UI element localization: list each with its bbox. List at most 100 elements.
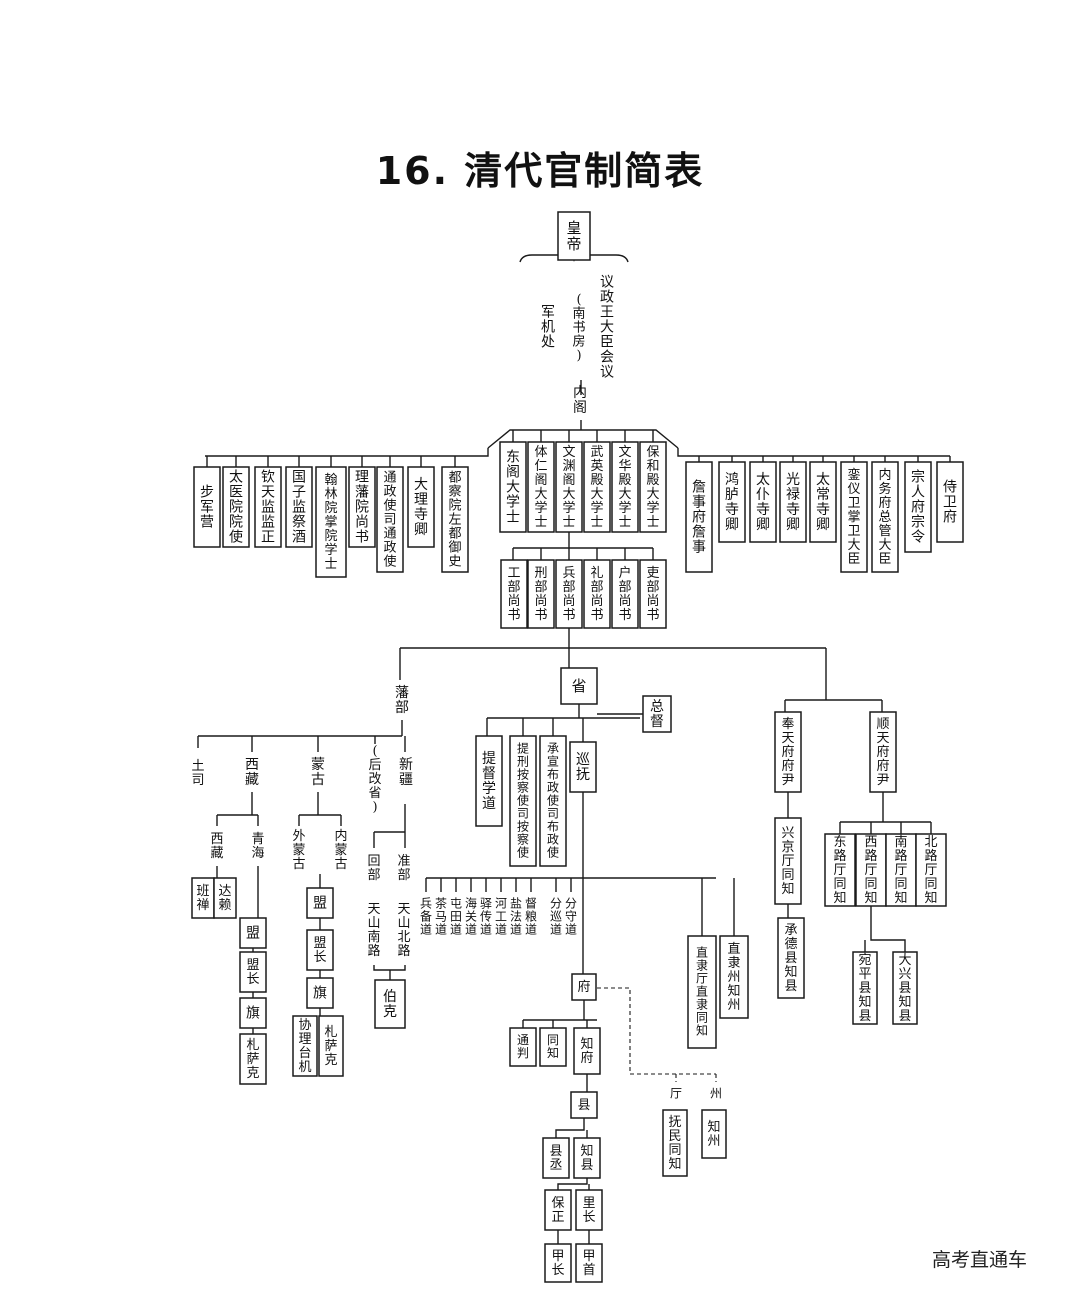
node-taipu: 太仆寺卿	[749, 461, 777, 543]
node-label: 议政王大臣会议	[600, 274, 614, 380]
node-banchan: 班禅	[191, 877, 215, 919]
node-label: 盟长	[246, 958, 259, 987]
node-label: 军机处	[541, 304, 555, 350]
node-emperor: 皇帝	[557, 211, 591, 261]
node-guanglu: 光禄寺卿	[779, 461, 807, 543]
node-label: 大理寺卿	[414, 477, 428, 538]
node-shuntian: 顺天府府尹	[869, 711, 897, 793]
node-label: 藩部	[395, 685, 409, 716]
node-zhixian: 知县	[573, 1137, 601, 1179]
node-label: 省	[571, 677, 586, 695]
chart-nodes: 皇帝军机处(南书房)议政王大臣会议内阁步军营太医院院使钦天监监正国子监祭酒翰林院…	[191, 211, 964, 1283]
node-wuying: 武英殿大学士	[583, 441, 611, 533]
node-label: 伯克	[383, 989, 397, 1020]
node-label: 南路厅同知	[894, 834, 907, 906]
node-gongbu: 工部尚书	[500, 559, 528, 629]
node-taiyi: 太医院院使	[222, 466, 250, 548]
node-label: 盟长	[313, 936, 326, 965]
node-daxing: 大兴县知县	[892, 951, 918, 1025]
node-label: 文渊阁大学士	[562, 445, 575, 530]
node-label: 准部	[397, 854, 410, 883]
node-yizheng: 议政王大臣会议	[600, 274, 614, 380]
node-donglu: 东路厅同知	[824, 833, 856, 907]
node-label: 班禅	[196, 884, 209, 913]
node-label: 内阁	[573, 385, 587, 416]
node-baozheng: 保正	[544, 1189, 572, 1231]
node-label: 提刑按察使司按察使	[517, 741, 529, 860]
page-title: 16. 清代官制简表	[375, 149, 705, 193]
connector	[557, 1178, 590, 1190]
node-tuntiandao: 屯田道	[450, 897, 462, 937]
node-waimeng: 外蒙古	[292, 829, 305, 872]
node-neimeng: 内蒙古	[334, 828, 347, 872]
node-label: 理藩院尚书	[355, 469, 369, 545]
node-taichang: 太常寺卿	[809, 461, 837, 543]
node-dalai: 达赖	[213, 877, 237, 919]
node-mengzhang-a: 盟长	[239, 951, 267, 993]
node-label: 河工道	[495, 897, 507, 937]
node-tixing: 提刑按察使司按察使	[509, 735, 537, 867]
node-bujun: 步军营	[193, 466, 221, 548]
node-label: 西藏	[245, 757, 259, 788]
node-label: 札萨克	[324, 1025, 337, 1068]
node-label: 国子监祭酒	[292, 469, 306, 545]
node-label: 户部尚书	[618, 565, 631, 623]
connector	[555, 1118, 588, 1138]
node-xilu: 西路厅同知	[855, 833, 887, 907]
node-qinghai: 青海	[251, 832, 264, 861]
node-label: 太医院院使	[229, 469, 243, 545]
node-xinjiang-gai: (后改省)	[368, 744, 381, 815]
node-xizang: 西藏	[210, 832, 223, 861]
node-zhasake-a: 札萨克	[239, 1033, 267, 1085]
node-xian: 县	[570, 1091, 598, 1119]
node-label: 协理台机	[298, 1018, 311, 1075]
connector	[399, 648, 827, 700]
node-label: 县	[577, 1098, 590, 1113]
node-wanping: 宛平县知县	[852, 951, 878, 1025]
node-label: 詹事府詹事	[692, 479, 706, 555]
node-label: 皇帝	[566, 219, 581, 253]
connector	[701, 878, 735, 936]
node-tianshan-bei: 天山北路	[397, 902, 410, 959]
node-label: 大兴县知县	[898, 953, 911, 1024]
node-dali: 大理寺卿	[407, 466, 435, 548]
node-label: 府	[577, 980, 590, 995]
node-neiwu: 内务府总管大臣	[871, 461, 899, 573]
node-wenhua: 文华殿大学士	[611, 441, 639, 533]
node-label: 外蒙古	[292, 829, 305, 872]
node-boke: 伯克	[374, 979, 406, 1029]
node-xingjing: 兴京厅同知	[774, 817, 802, 905]
node-label: 土司	[191, 759, 204, 788]
node-label: 抚民同知	[668, 1115, 681, 1172]
node-meng-a: 盟	[239, 917, 267, 949]
node-tidu: 提督学道	[475, 735, 503, 827]
node-zhunbu: 准部	[397, 854, 410, 883]
connector	[486, 718, 584, 742]
node-label: 通政使司通政使	[383, 471, 396, 570]
node-label: 兴京厅同知	[781, 826, 794, 897]
node-xingbu: 刑部尚书	[527, 559, 555, 629]
node-tiren: 体仁阁大学士	[527, 441, 555, 533]
node-jiashou: 甲首	[575, 1243, 603, 1283]
node-label: 札萨克	[246, 1038, 259, 1081]
node-label: 盟	[246, 925, 260, 941]
node-label: 太常寺卿	[816, 472, 830, 533]
node-fengtian: 奉天府府尹	[774, 711, 802, 793]
node-zhifu: 知府	[573, 1027, 601, 1075]
node-label: 同知	[547, 1033, 559, 1060]
node-hubu: 户部尚书	[611, 559, 639, 629]
node-lizhang: 里长	[575, 1189, 603, 1231]
watermark: 高考直通车	[932, 1249, 1028, 1271]
node-label: 顺天府府尹	[876, 717, 889, 788]
node-label: 新疆	[399, 757, 413, 788]
node-tusi: 土司	[191, 759, 204, 788]
node-label: 钦天监监正	[261, 469, 275, 545]
node-label: 侍卫府	[943, 479, 957, 525]
node-label: 里长	[582, 1196, 595, 1225]
node-fumin: 抚民同知	[662, 1109, 688, 1177]
node-label: 旗	[246, 1005, 260, 1021]
node-label: 海关道	[465, 896, 477, 937]
node-chengde: 承德县知县	[777, 917, 805, 999]
connector	[522, 1020, 588, 1028]
node-xinjiang: 新疆	[399, 757, 413, 788]
